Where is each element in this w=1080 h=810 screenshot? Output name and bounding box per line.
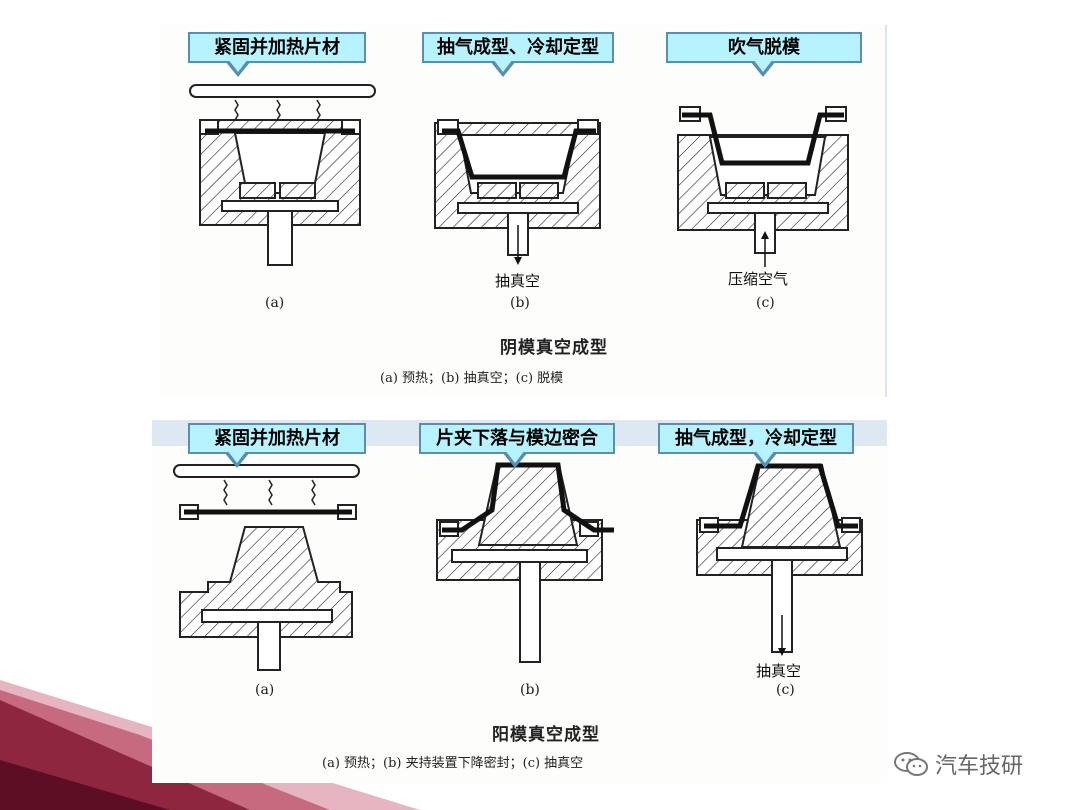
female-stage-a-drawing — [189, 84, 376, 266]
stage-c-flow-label: 抽真空 — [756, 662, 802, 680]
stage-c-sub: (c) — [776, 682, 795, 698]
female-mold-panel: 紧固并加热片材 抽气成型、冷却定型 吹气脱模 (a) 抽真空 (b) 压缩空气 … — [160, 25, 887, 397]
female-stage-c-drawing — [677, 106, 849, 267]
stage-c-label: 吹气脱模 — [666, 32, 862, 63]
male-stage-a-drawing — [173, 464, 360, 671]
male-mold-diagrams — [173, 462, 863, 671]
female-mold-diagrams — [189, 84, 849, 267]
female-mold-caption: 阴模真空成型 — [500, 338, 608, 358]
watermark: 汽车技研 — [893, 748, 1023, 780]
stage-a-pointer — [225, 59, 251, 77]
stage-c-flow-label: 压缩空气 — [728, 270, 789, 288]
stage-a-sub: (a) — [265, 295, 285, 311]
stage-b-pointer — [490, 59, 516, 77]
stage-a-label: 紧固并加热片材 — [188, 423, 366, 454]
male-stage-b-drawing — [436, 462, 614, 663]
stage-b-flow-label: 抽真空 — [495, 272, 541, 290]
stage-b-sub: (b) — [520, 682, 540, 698]
stage-b-pointer — [502, 450, 528, 468]
female-mold-note: (a) 预热；(b) 抽真空；(c) 脱模 — [380, 371, 564, 386]
male-stage-c-drawing — [696, 463, 863, 656]
stage-c-sub: (c) — [756, 295, 775, 311]
male-mold-caption: 阳模真空成型 — [492, 725, 600, 745]
stage-c-pointer — [750, 59, 776, 77]
stage-b-sub: (b) — [510, 295, 530, 311]
wechat-icon — [894, 752, 928, 776]
stage-a-sub: (a) — [255, 682, 275, 698]
watermark-text: 汽车技研 — [935, 754, 1024, 779]
stage-c-pointer — [752, 450, 778, 468]
stage-a-label: 紧固并加热片材 — [188, 32, 366, 63]
stage-b-label: 抽气成型、冷却定型 — [422, 32, 614, 63]
male-mold-panel: 紧固并加热片材 片夹下落与模边密合 抽气成型，冷却定型 (a) (b) 抽真空 … — [152, 420, 887, 783]
female-stage-b-drawing — [434, 119, 601, 265]
stage-a-pointer — [224, 450, 250, 468]
male-mold-note: (a) 预热；(b) 夹持装置下降密封；(c) 抽真空 — [322, 756, 584, 771]
